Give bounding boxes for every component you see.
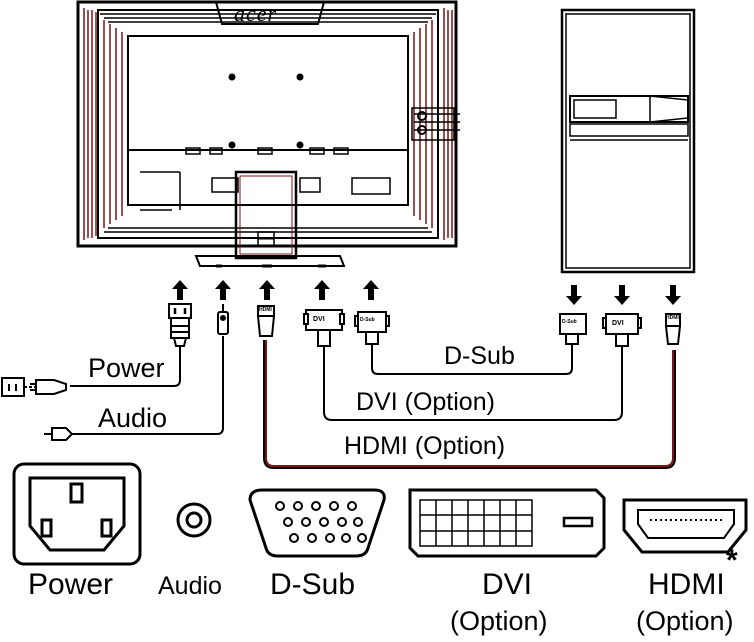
acer-logo: acer (234, 1, 278, 26)
hdmi-port-icon (622, 498, 748, 554)
cable-label-dsub: D-Sub (444, 342, 515, 370)
caption-dvi-option: (Option) (450, 606, 548, 636)
caption-dsub: D-Sub (270, 568, 356, 601)
caption-dvi: DVI (482, 568, 533, 601)
plugs (168, 303, 682, 347)
audio-plug (217, 304, 229, 335)
pc-tower (560, 8, 696, 274)
dsub-port-icon (248, 488, 386, 558)
cable-label-power: Power (88, 353, 165, 383)
audio-port-icon (176, 502, 212, 538)
hdmi-asterisk: * (726, 544, 738, 577)
caption-hdmi: HDMI (648, 568, 725, 601)
caption-power: Power (28, 568, 114, 601)
cables (70, 336, 676, 469)
dvi-plug-monitor (303, 309, 345, 347)
cable-label-hdmi: HDMI (Option) (344, 432, 506, 460)
dsub-plug-pc (559, 313, 587, 345)
plug-label-hdmi-pc: HDMI (666, 315, 679, 321)
monitor-rear (76, 0, 460, 268)
wall-socket-icon (1, 377, 67, 397)
dvi-port-icon (408, 488, 606, 558)
hdmi-plug-monitor (256, 305, 276, 337)
plug-label-dvi: DVI (313, 316, 325, 323)
hdmi-plug-pc (664, 313, 682, 345)
cable-label-dvi: DVI (Option) (356, 388, 495, 416)
power-plug (168, 303, 192, 347)
power-port-icon (12, 462, 142, 566)
plug-label-dvi-pc: DVI (612, 320, 624, 327)
plug-label-dsub: D-Sub (360, 317, 375, 323)
cable-label-audio: Audio (98, 403, 168, 433)
dvi-plug-pc (602, 313, 642, 347)
caption-hdmi-option: (Option) (636, 606, 734, 636)
arrows (172, 280, 681, 305)
audio-jack-end-icon (44, 427, 74, 441)
dsub-plug-monitor (354, 311, 390, 345)
plug-label-hdmi: HDMI (259, 307, 272, 313)
plug-label-dsub-pc: D-Sub (562, 319, 577, 325)
caption-audio: Audio (158, 572, 222, 600)
